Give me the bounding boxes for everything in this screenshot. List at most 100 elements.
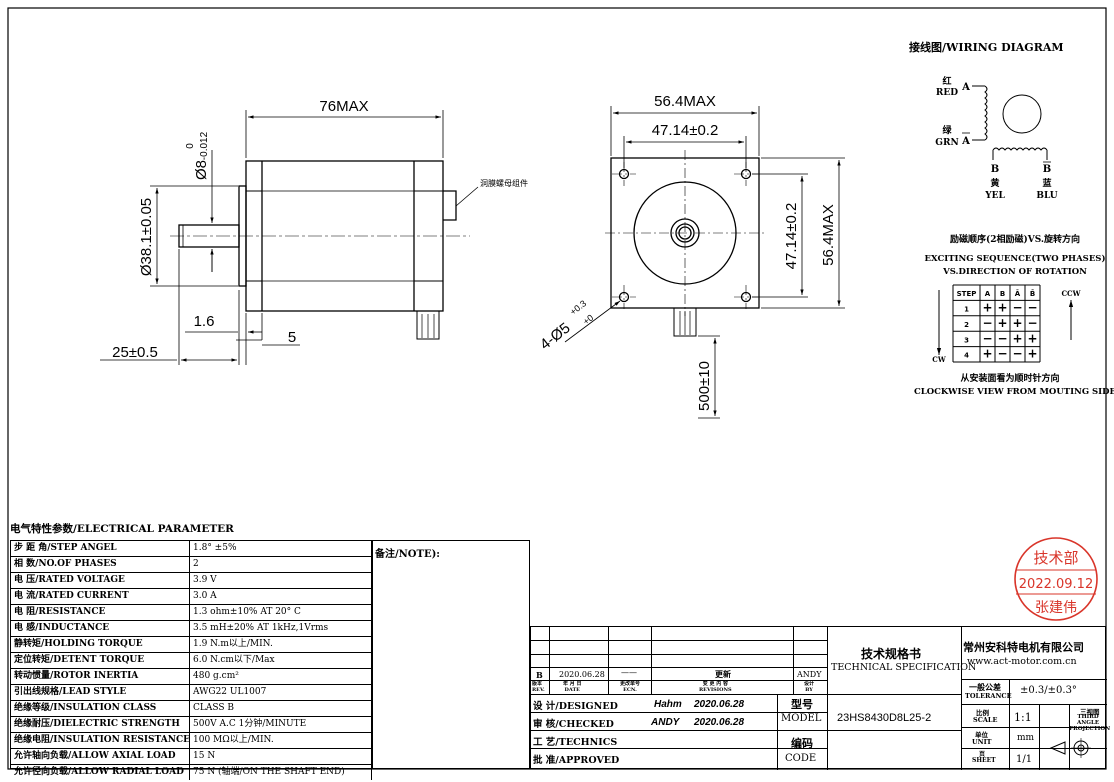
wire-a: A [961,82,970,93]
param-value: 2 [189,556,372,573]
model-en: MODEL [781,713,822,724]
side-view [170,160,470,340]
sequence-cell: − [1027,300,1037,314]
sequence-header: STEP [957,290,977,298]
cw-label: CW [932,355,946,364]
company-website: www.act-motor.com.cn [967,656,1077,667]
sequence-header: A [985,290,991,298]
scale-value: 1:1 [1014,711,1032,724]
param-label: 电 流/RATED CURRENT [11,588,190,605]
sequence-cell: + [1027,331,1037,345]
dim-holes-tol-lower: +0 [581,313,595,327]
param-label: 电 阻/RESISTANCE [11,604,190,621]
wire-red-en: RED [936,88,958,98]
checked-date: 2020.06.28 [694,717,745,728]
param-value: 1.8° ±5% [189,541,372,557]
sequence-table [952,284,1041,363]
model-cn: 型号 [791,698,813,711]
param-value: 500V A.C 1分钟/MINUTE [189,716,372,733]
wiring-title: 接线图/WIRING DIAGRAM [909,40,1064,54]
sequence-footer-cn: 从安装面看为顺时针方向 [960,372,1059,384]
sequence-cell: + [1012,331,1022,345]
param-label: 允许径向负载/ALLOW RADIAL LOAD [11,764,190,780]
param-value: 100 MΩ以上/MIN. [189,732,372,749]
param-value: 3.0 A [189,588,372,605]
unit-value: mm [1017,733,1035,743]
sequence-header: B̄ [1030,289,1035,298]
dim-shaft-dia: Ø8 [193,160,210,180]
tolerance-en: TOLERANCE [965,692,1012,700]
code-en: CODE [785,753,817,764]
sequence-cell: + [997,316,1007,330]
electrical-title: 电气特性参数/ELECTRICAL PARAMETER [10,523,234,535]
param-label: 绝缘耐压/DIELECTRIC STRENGTH [11,716,190,733]
notes-divider [372,541,373,768]
checked-name: ANDY [651,717,680,728]
rev-desc: 更新 [715,669,731,679]
param-value: 3.9 V [189,572,372,589]
sheet-value: 1/1 [1016,754,1033,765]
dim-front-width: 56.4MAX [654,93,716,110]
wiring-diagram [972,85,1048,160]
unit-en: UNIT [972,738,992,746]
projection-cn: 三视图 [1080,708,1100,716]
company-name: 常州安科特电机有限公司 [963,641,1084,654]
sequence-cell: 2 [964,321,969,329]
sequence-cell: − [997,331,1007,345]
sequence-cell: 1 [964,305,969,313]
dim-boss-height: 1.6 [194,313,215,330]
dim-shaft-tol-upper: 0 [185,143,196,149]
projection-en: THIRD ANGLE PROJECTION [1069,714,1111,732]
dim-shaft-length: 25±0.5 [112,344,158,361]
rev-by: ANDY [797,670,822,679]
sequence-cell: + [997,300,1007,314]
dim-holes: 4-Ø5 [537,319,574,353]
stamp-date: 2022.09.12 [1019,577,1093,592]
designed-name: Hahm [654,699,682,710]
dim-lead-length: 500±10 [696,361,713,411]
param-value: AWG22 UL1007 [189,684,372,701]
spec-title-cn: 技术规格书 [861,647,922,661]
param-label: 绝缘等级/INSULATION CLASS [11,700,190,717]
rev-date: 2020.06.28 [559,670,605,679]
sequence-cell: − [982,331,992,345]
sequence-title-en1: EXCITING SEQUENCE(TWO PHASES) [925,253,1106,264]
sequence-header: B [1000,290,1005,298]
param-label: 绝缘电阻/INSULATION RESISTANCE [11,732,190,749]
sequence-cell: − [1012,347,1022,361]
sequence-cell: + [982,347,992,361]
ccw-label: CCW [1061,289,1080,298]
stamp-name: 张建伟 [1035,600,1077,616]
checked-label: 审 核/CHECKED [533,719,614,730]
param-label: 引出线规格/LEAD STYLE [11,684,190,701]
approved-label: 批 准/APPROVED [533,755,620,766]
dim-shaft-tol-lower: -0.012 [199,131,210,160]
wire-grn-cn: 绿 [942,124,952,136]
param-label: 静转矩/HOLDING TORQUE [11,636,190,653]
sheet-en: SHEET [972,757,996,764]
dim-length: 76MAX [319,98,368,115]
rev-ecn: —— [621,668,637,677]
dim-hole-pitch-h: 47.14±0.2 [652,122,719,139]
sequence-title-cn: 励磁顺序(2相励磁)VS.旋转方向 [950,233,1080,245]
param-label: 电 压/RATED VOLTAGE [11,572,190,589]
hdr-ecn: 更改单号 ECN. [620,681,641,693]
sequence-cell: 3 [964,336,969,344]
wire-red-cn: 红 [942,75,951,87]
approval-stamp: 技术部 2022.09.12 张建伟 [1014,537,1098,621]
wire-grn-en: GRN [935,138,958,148]
wire-b-bar: B [1043,164,1051,175]
param-value: CLASS B [189,700,372,717]
sequence-cell: + [1027,347,1037,361]
param-label: 步 距 角/STEP ANGEL [11,541,190,557]
sequence-cell: − [1027,316,1037,330]
